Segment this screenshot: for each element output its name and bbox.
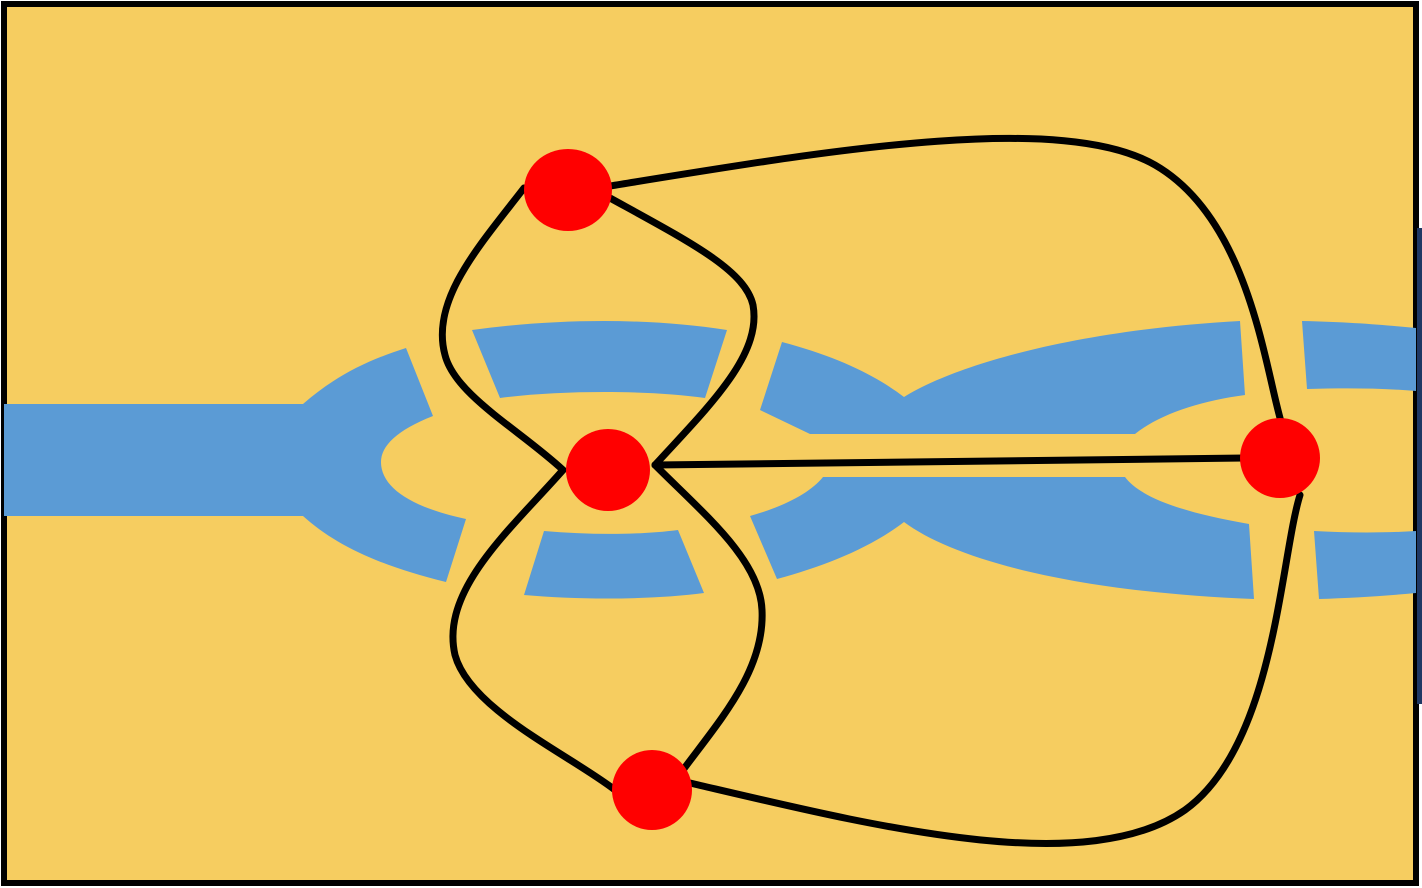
river-north-segment-1 <box>472 321 727 398</box>
node-east <box>1240 418 1320 498</box>
node-north <box>524 149 612 231</box>
edge-center-south-left <box>449 466 619 794</box>
river-north-segment-2 <box>760 321 1245 434</box>
river-south-segment-3 <box>1314 531 1416 599</box>
river-left-arm-south <box>303 462 466 582</box>
river-main-channel <box>4 404 303 516</box>
edge-center-south-right <box>651 461 766 774</box>
river-left-arm-north <box>303 348 433 462</box>
river-north-segment-3 <box>1302 321 1416 391</box>
graph-edges <box>438 134 1304 847</box>
edge-north-east <box>606 134 1286 429</box>
node-south <box>612 750 692 830</box>
graph-nodes <box>524 149 1320 830</box>
edge-south-east <box>686 491 1304 847</box>
river-south-segment-1 <box>524 530 704 599</box>
river-south-segment-2 <box>750 477 1254 599</box>
river <box>4 321 1416 599</box>
right-accent-line <box>1417 228 1422 704</box>
node-center <box>566 429 650 511</box>
edge-north-center-left <box>438 184 567 474</box>
edge-north-center-right <box>606 194 758 469</box>
edge-center-east <box>651 454 1249 469</box>
